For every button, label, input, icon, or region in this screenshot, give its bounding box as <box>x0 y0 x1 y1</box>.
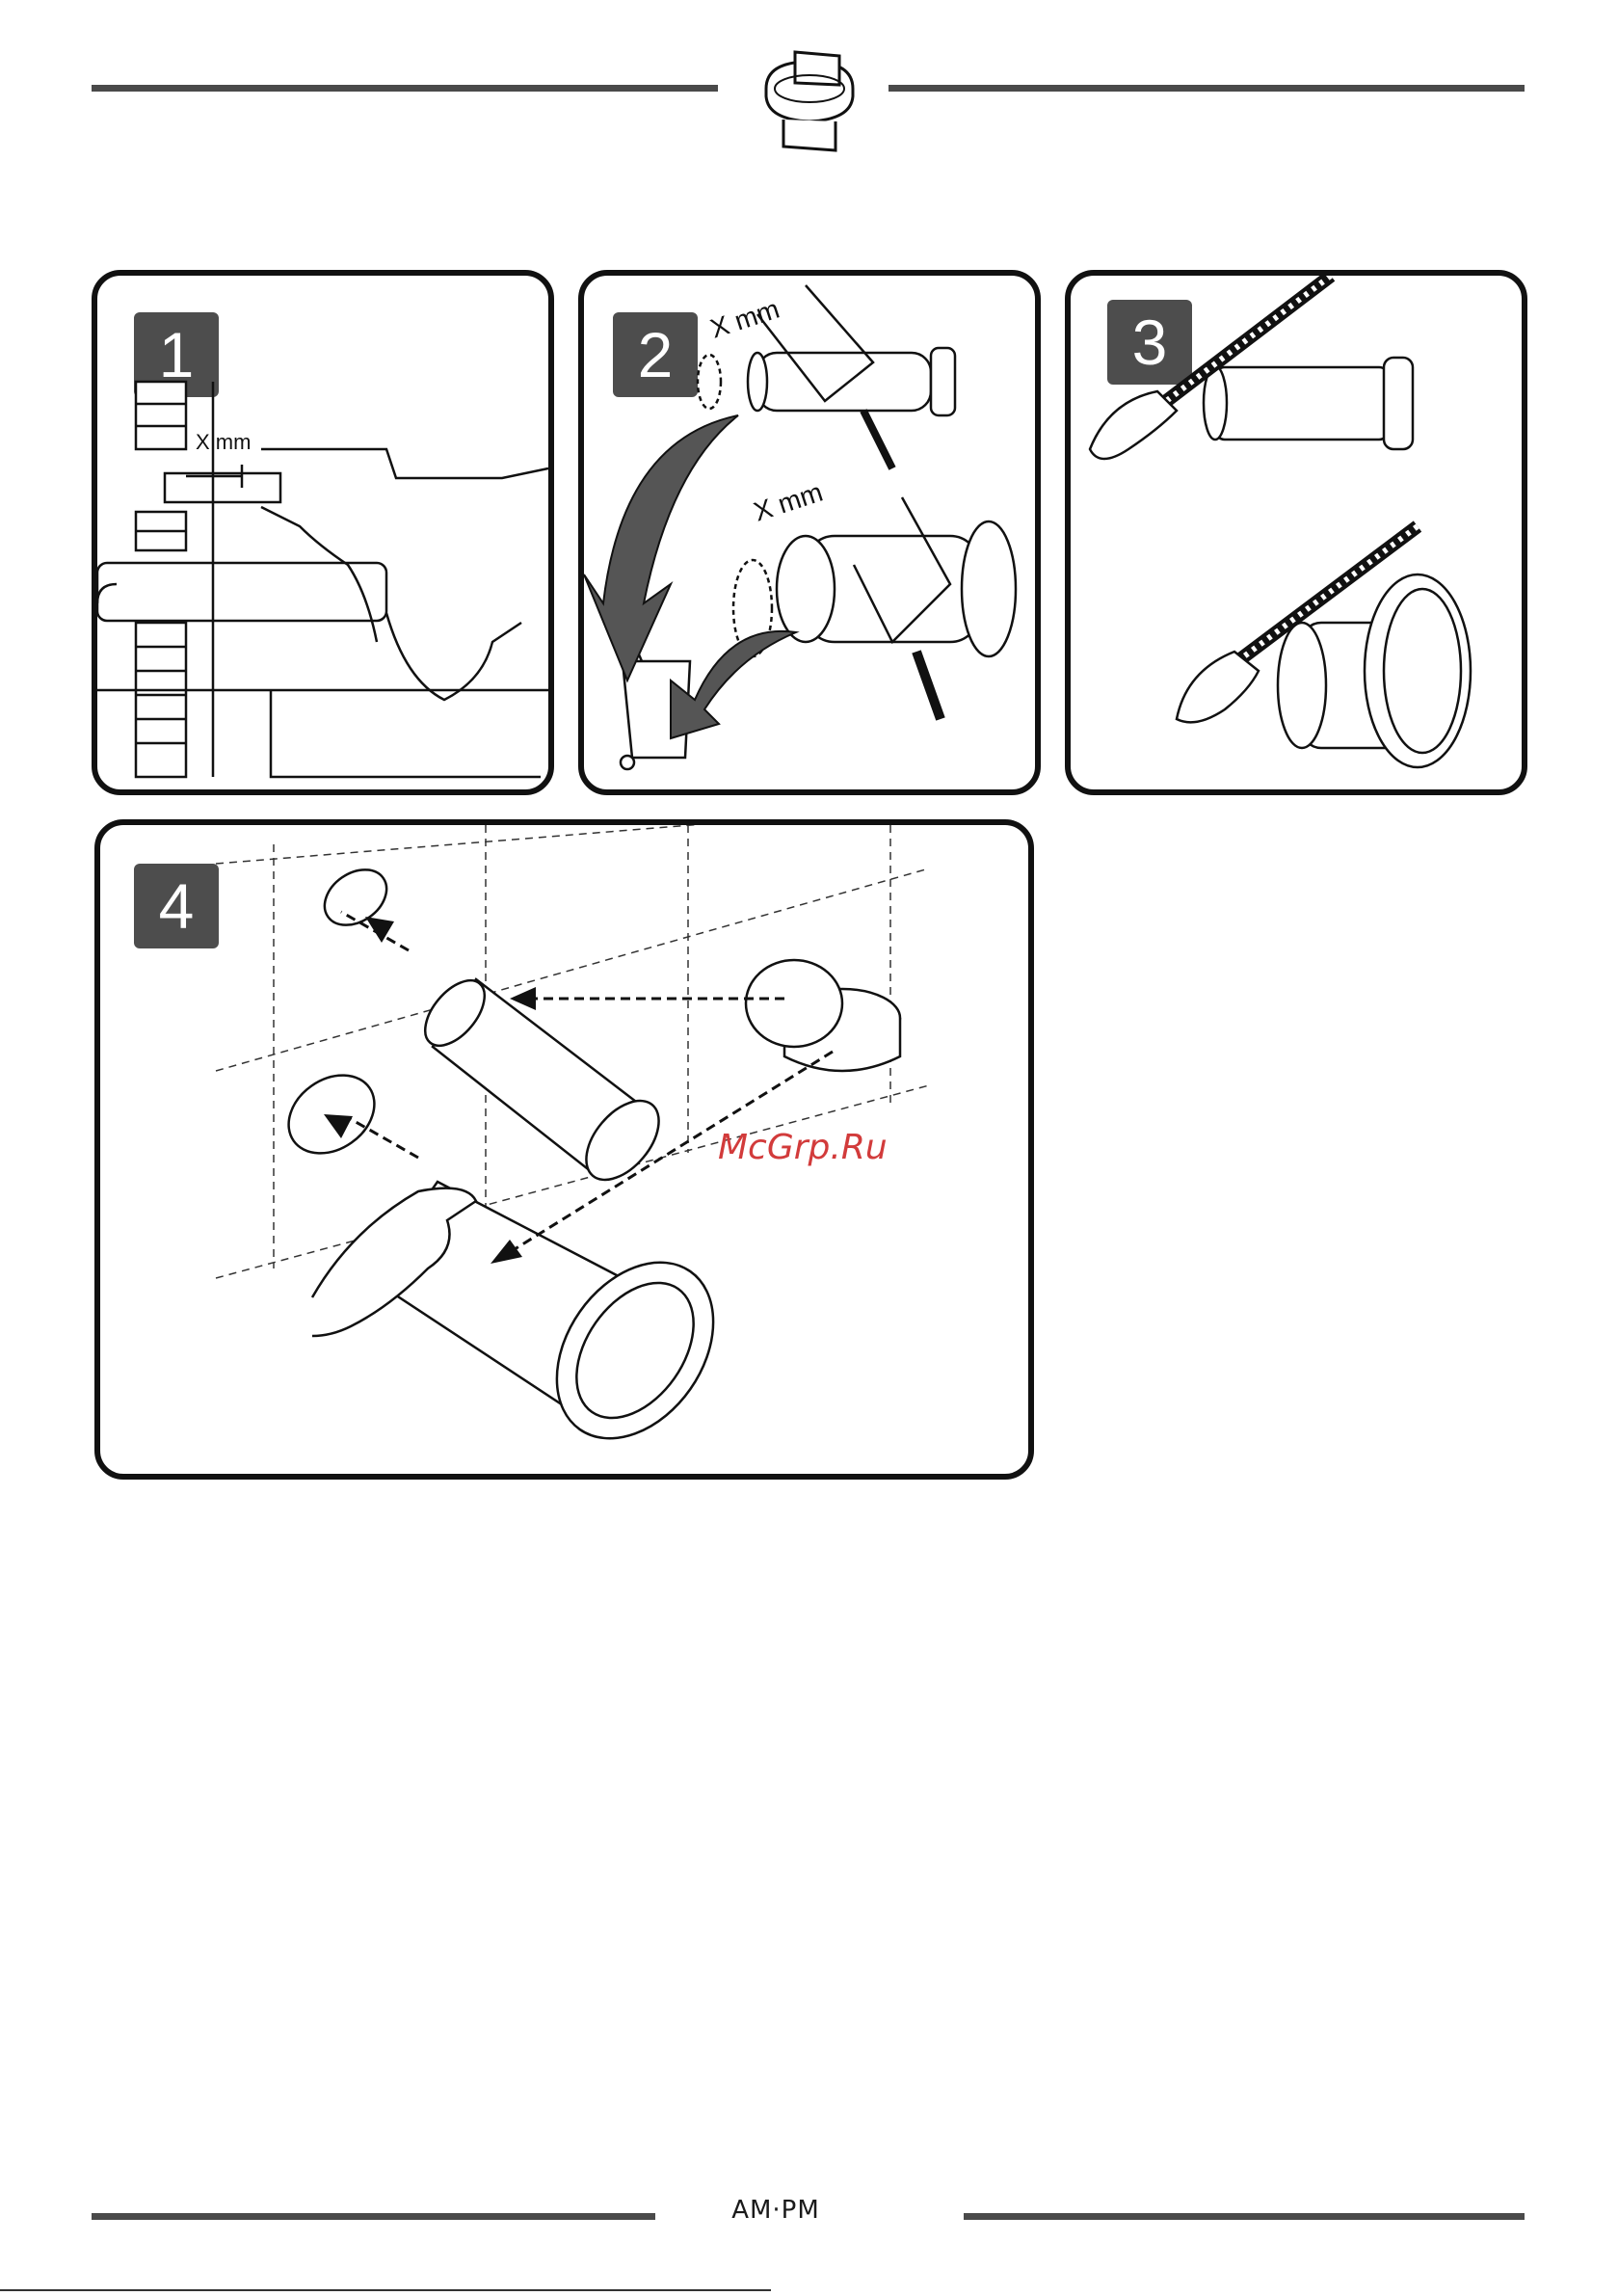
step-2-illustration: X mm X mm <box>584 276 1035 789</box>
step-3-panel: 3 <box>1065 270 1527 795</box>
header-rule-left <box>92 85 718 92</box>
footer-rule-left <box>92 2213 655 2220</box>
bottom-divider <box>0 2289 771 2291</box>
step-2-dimension-label-bottom: X mm <box>750 477 826 527</box>
step-1-illustration: X mm <box>97 276 548 789</box>
footer-rule-right <box>964 2213 1525 2220</box>
step-3-illustration <box>1071 276 1522 789</box>
step-2-dimension-label-top: X mm <box>706 294 782 344</box>
step-4-panel: 4 <box>94 819 1034 1480</box>
footer-brand-logo: AM·PM <box>713 2196 838 2225</box>
step-1-dimension-label: X mm <box>196 430 251 454</box>
header-rule-right <box>889 85 1525 92</box>
toilet-icon <box>756 50 862 158</box>
step-1-panel: 1 X mm <box>92 270 554 795</box>
watermark: McGrp.Ru <box>718 1128 888 1167</box>
step-2-panel: 2 X mm X mm <box>578 270 1041 795</box>
step-4-illustration <box>100 825 1028 1474</box>
